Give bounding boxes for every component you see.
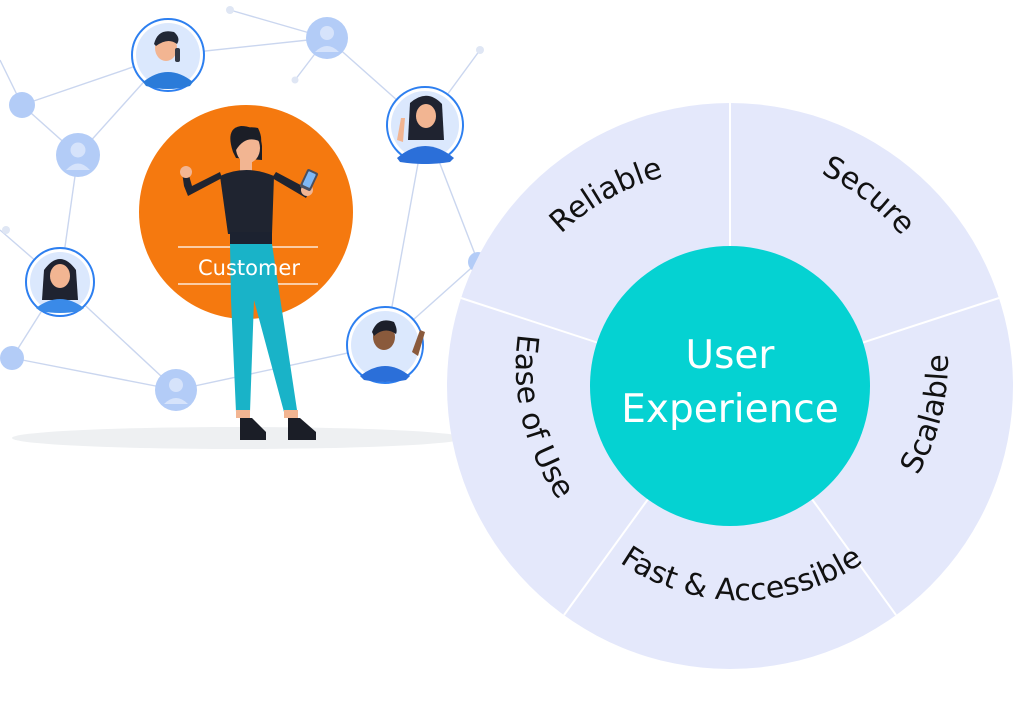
network-node [155, 369, 197, 411]
avatar-woman-smiling [25, 247, 95, 317]
network-node [291, 76, 299, 84]
ground-shadow [12, 427, 464, 449]
network-node [2, 226, 10, 234]
customer-figure [180, 126, 319, 440]
network-node [0, 346, 24, 370]
center-label-line2: Experience [621, 387, 839, 432]
network-node [9, 92, 35, 118]
customer-label: Customer [198, 256, 300, 280]
network-node [226, 6, 234, 14]
network-node [476, 46, 484, 54]
network-node [56, 133, 100, 177]
avatar-man-cheering [346, 306, 425, 384]
avatar-woman-waving [386, 86, 464, 164]
ux-center [590, 246, 870, 526]
avatar-man-phone [131, 18, 205, 92]
network-node [306, 17, 348, 59]
center-label-line1: User [686, 333, 776, 378]
